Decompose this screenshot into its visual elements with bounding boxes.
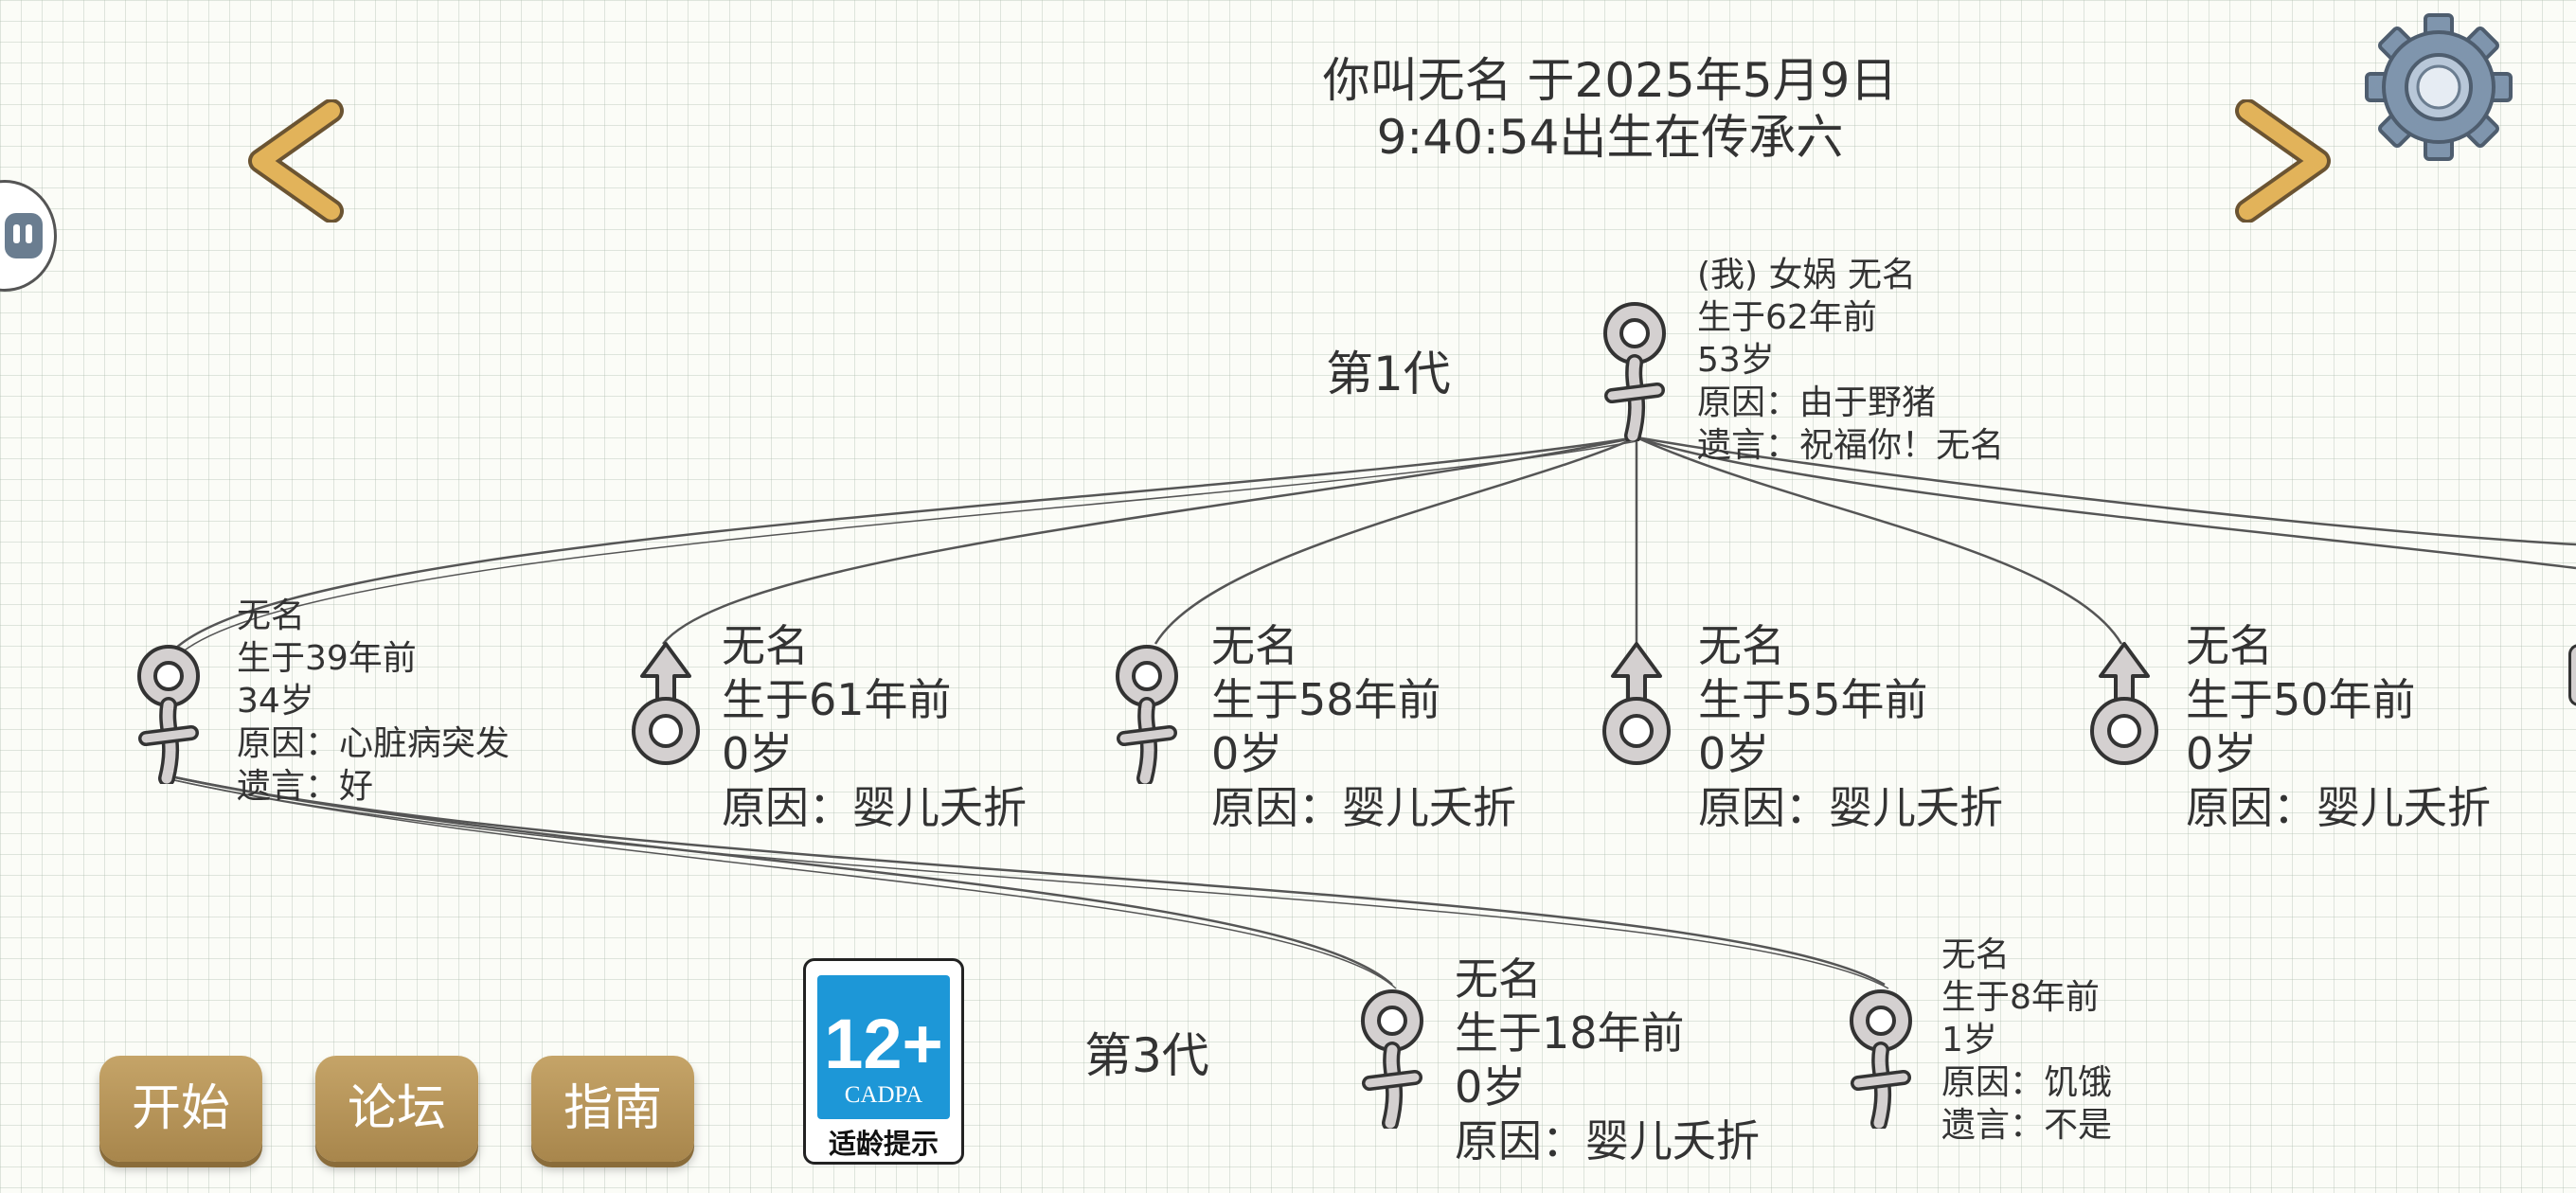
tree-line [175,440,1637,658]
forum-button[interactable]: 论坛 [315,1056,478,1162]
child-3-info: 无名 生于58年前 0岁 原因：婴儿夭折 [1211,619,1516,835]
tree-line [173,779,1397,989]
header-line-1: 你叫无名 于2025年5月9日 [1322,53,1898,108]
person-age: 0岁 [1211,728,1283,779]
tree-line [170,775,1886,987]
child-1-info: 无名 生于39年前 34岁 原因：心脏病突发 遗言：好 [237,595,510,808]
chevron-left-icon[interactable] [242,98,346,223]
female-icon [1603,302,1666,441]
person-last-words: 遗言：祝福你！无名 [1697,426,2005,465]
person-birth: 生于39年前 [237,639,417,678]
root-person-info: (我) 女娲 无名 生于62年前 53岁 原因：由于野猪 遗言：祝福你！无名 [1697,254,2004,467]
tree-line [1636,436,2123,645]
person-age: 0岁 [1455,1061,1527,1113]
person-birth: 生于8年前 [1941,978,2100,1017]
male-icon [2090,642,2158,765]
person-age: 53岁 [1697,341,1775,380]
person-birth: 生于55年前 [1698,674,1928,725]
female-icon [1361,989,1423,1129]
person-name: 无名 [1698,620,1785,671]
generation-label-1: 第1代 [1326,347,1451,401]
grandchild-1-info: 无名 生于18年前 0岁 原因：婴儿夭折 [1455,953,1760,1168]
person-name: 无名 [1941,935,2011,974]
person-cause: 原因：婴儿夭折 [2186,782,2491,833]
person-name: 无名 [237,596,306,635]
tree-line [173,779,1889,989]
birth-info-header: 你叫无名 于2025年5月9日 9:40:54出生在传承六 [1231,52,1989,166]
person-cause: 原因：饥饿 [1941,1063,2113,1102]
male-icon [632,642,700,765]
person-age: 0岁 [722,728,794,779]
generation-label-3: 第3代 [1084,1028,1209,1083]
age-rating-caption: 适龄提示 [828,1128,939,1160]
person-name: 无名 [1211,620,1298,671]
person-birth: 生于50年前 [2186,674,2416,725]
tree-line [1636,436,2576,570]
age-rating-number: 12+ [824,1005,943,1083]
start-button[interactable]: 开始 [99,1056,262,1162]
person-age: 0岁 [1698,728,1770,779]
person-age: 34岁 [237,682,314,721]
tree-line [170,436,1637,654]
person-cause: 原因：心脏病突发 [237,724,510,763]
person-name: 无名 [722,620,809,671]
tree-line [170,775,1393,986]
person-cause: 原因：婴儿夭折 [722,782,1027,833]
child-4-info: 无名 生于55年前 0岁 原因：婴儿夭折 [1698,619,2003,835]
child-2-info: 无名 生于61年前 0岁 原因：婴儿夭折 [722,619,1027,835]
person-age: 0岁 [2186,728,2258,779]
person-birth: 生于61年前 [722,674,952,725]
person-birth: 生于62年前 [1697,298,1877,337]
female-icon [1116,645,1178,784]
guide-button[interactable]: 指南 [531,1056,694,1162]
tree-line [1636,436,2576,546]
person-age: 1岁 [1941,1021,1997,1059]
female-icon [137,645,200,784]
pause-icon [5,213,43,258]
male-icon [1602,642,1671,765]
person-name: (我) 女娲 无名 [1697,256,1916,294]
person-last-words: 遗言：不是 [1941,1106,2113,1145]
person-cause: 原因：婴儿夭折 [1211,782,1516,833]
offscreen-person-icon[interactable] [2568,644,2576,706]
person-cause: 原因：由于野猪 [1697,383,1937,422]
person-birth: 生于58年前 [1211,674,1441,725]
child-5-info: 无名 生于50年前 0岁 原因：婴儿夭折 [2186,619,2491,835]
tree-line [1154,436,1637,645]
person-name: 无名 [1455,953,1542,1005]
person-last-words: 遗言：好 [237,767,374,806]
age-rating-org: CADPA [844,1082,923,1108]
person-name: 无名 [2186,620,2273,671]
person-birth: 生于18年前 [1455,1007,1685,1059]
age-rating-panel: 12+ CADPA [817,975,950,1119]
age-rating-badge[interactable]: 12+ CADPA 适龄提示 [803,958,964,1165]
person-cause: 原因：婴儿夭折 [1455,1115,1760,1166]
tree-line [662,436,1637,645]
gear-icon[interactable] [2363,11,2514,163]
grandchild-2-info: 无名 生于8年前 1岁 原因：饥饿 遗言：不是 [1941,934,2112,1147]
female-icon [1850,989,1912,1129]
person-cause: 原因：婴儿夭折 [1698,782,2003,833]
chevron-right-icon[interactable] [2233,98,2337,223]
header-line-2: 9:40:54出生在传承六 [1376,110,1844,165]
